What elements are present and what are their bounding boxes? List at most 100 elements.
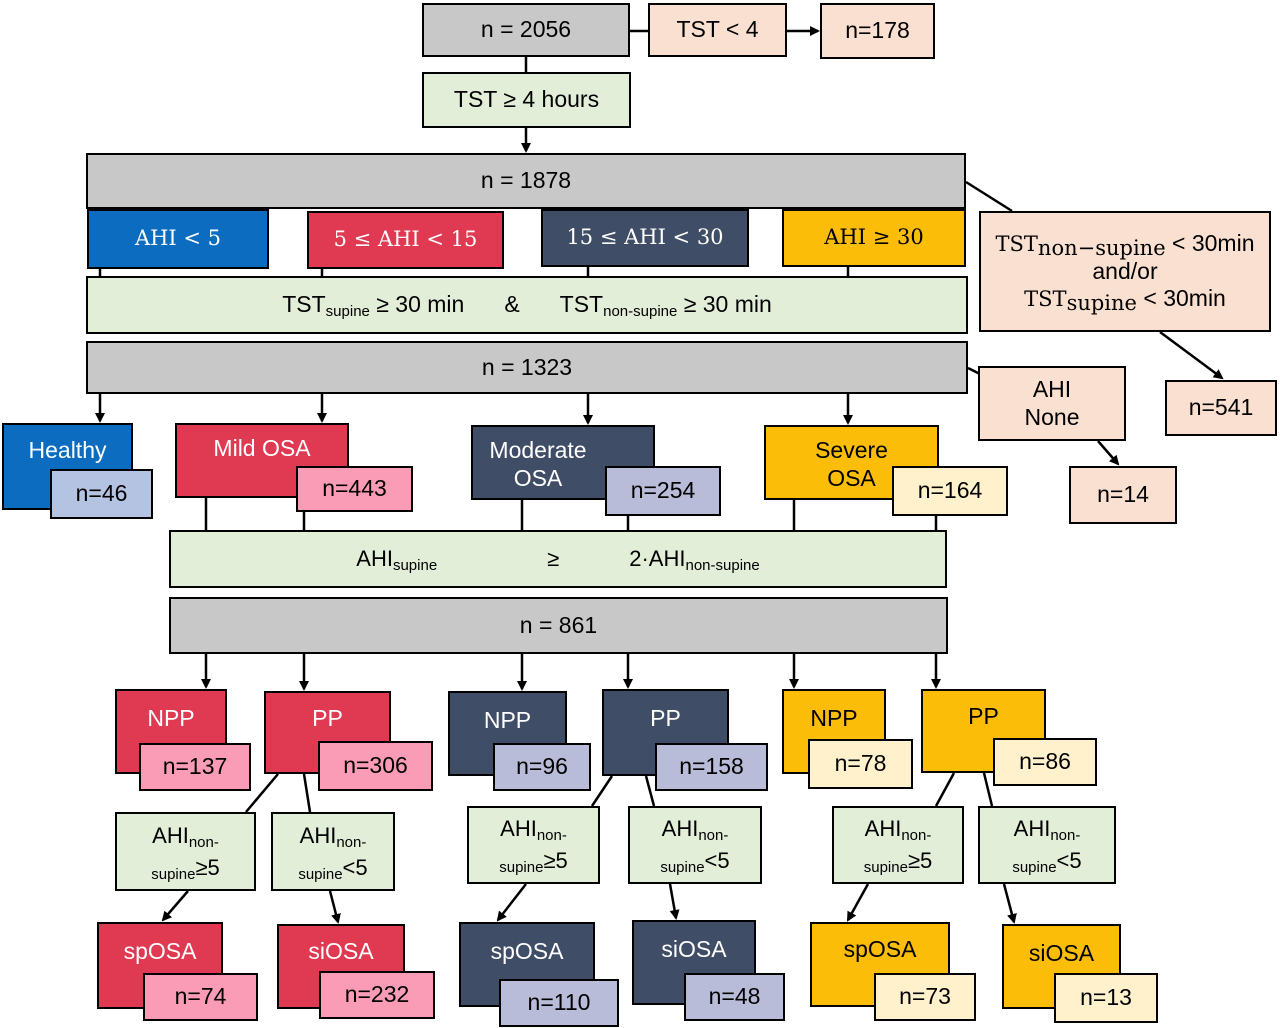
ahi-none-count-box: n=14 bbox=[1069, 466, 1177, 524]
pp-label: PP bbox=[968, 703, 999, 729]
npp-count-box-mild: n=137 bbox=[139, 743, 251, 791]
severity-label: AHI < 5 bbox=[134, 226, 222, 251]
sposa-count: n=110 bbox=[527, 989, 591, 1016]
sposa-count: n=73 bbox=[899, 983, 951, 1010]
split-line: supine≥5 bbox=[151, 852, 220, 884]
severity-label: 5 ≤ AHI < 15 bbox=[333, 227, 478, 252]
split-line: AHInon- bbox=[300, 820, 367, 852]
exclusion-line: TSTsupine < 30min bbox=[1024, 285, 1226, 316]
exclusion-subscript: supine bbox=[1066, 291, 1137, 316]
and-symbol: & bbox=[504, 291, 520, 318]
split-subscript: supine bbox=[151, 865, 196, 883]
split-text: <5 bbox=[342, 854, 368, 880]
pp-label: PP bbox=[312, 705, 343, 731]
stage3-total-count: n = 861 bbox=[519, 611, 598, 638]
sposa-label: spOSA bbox=[123, 938, 197, 964]
arrow bbox=[161, 890, 189, 922]
split-line: AHInon- bbox=[152, 820, 219, 852]
split-text: AHI bbox=[500, 816, 537, 842]
severity-box-healthy: AHI < 5 bbox=[87, 209, 269, 269]
pp-label: PP bbox=[650, 705, 681, 731]
arrow bbox=[668, 883, 680, 920]
npp-label: NPP bbox=[483, 707, 532, 733]
connector-line bbox=[982, 772, 994, 807]
severity-label: AHI ≥ 30 bbox=[824, 225, 924, 250]
split-line: supine<5 bbox=[298, 852, 367, 884]
siosa-label: siOSA bbox=[1028, 940, 1095, 966]
connector-line bbox=[590, 775, 614, 807]
npp-count: n=137 bbox=[162, 753, 228, 780]
siosa-label: siOSA bbox=[661, 936, 727, 962]
exclusion-position-count-box: n=541 bbox=[1165, 380, 1277, 436]
group-count: n=164 bbox=[917, 477, 983, 504]
criterion-text: 2·AHI bbox=[629, 545, 686, 571]
split-ge5-box-moderate: AHInon- supine≥5 bbox=[467, 806, 600, 884]
arrow bbox=[846, 883, 870, 922]
group-box-mild: Mild OSA bbox=[175, 423, 349, 498]
stage2-total-box: n = 1323 bbox=[86, 341, 968, 394]
npp-count-box-moderate: n=96 bbox=[493, 743, 591, 791]
group-count-box-healthy: n=46 bbox=[50, 469, 153, 519]
exclusion-text: < 30min bbox=[1136, 285, 1226, 312]
sposa-count-box-mild: n=74 bbox=[143, 973, 258, 1021]
split-text: AHI bbox=[1013, 816, 1051, 842]
connector-line bbox=[245, 773, 279, 813]
group-count: n=46 bbox=[75, 480, 128, 507]
tst-position-criterion-box: TSTsupine ≥ 30 min & TSTnon-supine ≥ 30 … bbox=[86, 276, 968, 334]
severity-box-moderate: 15 ≤ AHI < 30 bbox=[541, 209, 749, 267]
split-ge5-box-severe: AHInon- supine≥5 bbox=[832, 806, 964, 884]
pp-count-box-moderate: n=158 bbox=[655, 743, 768, 791]
split-ge5-box-mild: AHInon- supine≥5 bbox=[115, 812, 256, 891]
tst-lt4-box: TST < 4 bbox=[648, 3, 787, 57]
criterion-text: ≥ 30 min bbox=[677, 291, 772, 318]
group-count: n=443 bbox=[322, 475, 387, 502]
severity-label: 15 ≤ AHI < 30 bbox=[566, 225, 724, 250]
siosa-count: n=48 bbox=[708, 983, 761, 1010]
split-subscript: supine bbox=[298, 865, 343, 883]
split-subscript: non- bbox=[698, 827, 729, 845]
split-text: AHI bbox=[152, 822, 189, 848]
criterion-subscript: supine bbox=[392, 556, 438, 574]
split-line: AHInon- bbox=[1014, 813, 1081, 845]
split-line: supine<5 bbox=[1012, 845, 1081, 877]
group-label: Healthy bbox=[28, 437, 107, 463]
split-subscript: non- bbox=[188, 833, 219, 851]
split-text: <5 bbox=[704, 848, 730, 873]
tst-ge4-box: TST ≥ 4 hours bbox=[422, 72, 631, 128]
npp-count: n=96 bbox=[516, 753, 568, 780]
arrow bbox=[496, 883, 527, 922]
stage2-total-count: n = 1323 bbox=[481, 353, 573, 380]
pp-count-box-severe: n=86 bbox=[993, 738, 1097, 786]
tst-ge4-label: TST ≥ 4 hours bbox=[453, 86, 600, 113]
sposa-label: spOSA bbox=[843, 936, 917, 962]
split-line: AHInon- bbox=[865, 813, 932, 845]
exclusion-andor: and/or bbox=[1092, 257, 1158, 284]
ahi-none-label: AHI None bbox=[1024, 375, 1080, 430]
exclusion-position-box: TSTnon−supine < 30min and/or TSTsupine <… bbox=[979, 211, 1271, 332]
split-text: AHI bbox=[864, 816, 902, 842]
exclusion-text: TST bbox=[1024, 287, 1067, 312]
exclusion-line: TSTnon−supine < 30min bbox=[996, 230, 1255, 259]
split-subscript: non- bbox=[536, 827, 567, 845]
criterion-text: ≥ 30 min bbox=[369, 291, 465, 318]
siosa-count: n=13 bbox=[1080, 984, 1132, 1011]
split-line: supine≥5 bbox=[499, 845, 568, 877]
pp-box-severe: PP bbox=[921, 689, 1046, 773]
siosa-count-box-mild: n=232 bbox=[319, 971, 435, 1019]
group-box-severe: Severe OSA bbox=[764, 425, 939, 500]
split-subscript: non- bbox=[1050, 827, 1081, 845]
siosa-count-box-moderate: n=48 bbox=[684, 973, 785, 1021]
ahi-nonsupine-term: 2·AHInon-supine bbox=[629, 545, 759, 573]
split-lt5-box-mild: AHInon- supine<5 bbox=[271, 812, 395, 891]
criterion-subscript: supine bbox=[325, 303, 370, 321]
tst-supine-criterion: TSTsupine ≥ 30 min bbox=[282, 291, 464, 319]
split-line: AHInon- bbox=[500, 813, 567, 845]
split-text: ≥5 bbox=[543, 848, 568, 873]
pp-count: n=306 bbox=[343, 752, 408, 779]
split-text: AHI bbox=[661, 816, 699, 842]
split-subscript: non- bbox=[336, 833, 367, 851]
exclusion-text: < 30min bbox=[1165, 230, 1255, 257]
sposa-count-box-moderate: n=110 bbox=[499, 979, 619, 1027]
excluded-tst-box: n=178 bbox=[820, 3, 935, 59]
